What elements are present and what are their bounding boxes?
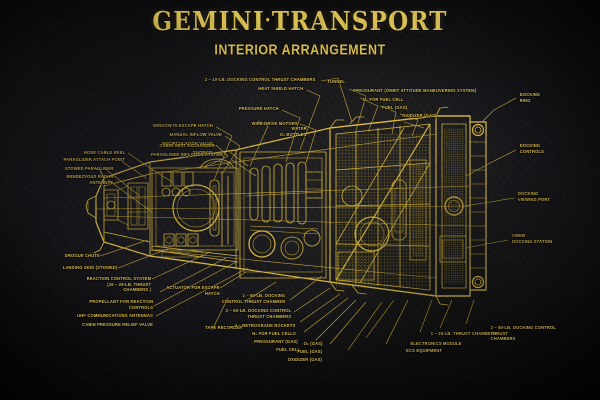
label-docking-ring: DOCKING RING xyxy=(519,92,541,103)
label-uhf-communications-antennas: UHF COMMUNICATIONS ANTENNAS xyxy=(77,313,153,318)
label-paraglider-attach-point: PARAGLIDER ATTACH POINT xyxy=(63,157,125,162)
label-fuel-gas-top: FUEL (GAS) xyxy=(382,105,408,110)
label-o2-gas: O₂ (GAS) xyxy=(303,341,323,346)
label-tunnel: TUNNEL xyxy=(327,79,346,84)
label-fuel-gas: FUEL (GAS) xyxy=(297,349,323,354)
label-retrograde-rockets: 4 – RETROGRADE ROCKETS xyxy=(234,323,296,328)
label-water: WATER xyxy=(291,126,307,131)
label-paraglider-inflation-system: PARAGLIDER INFLATION SYSTEM xyxy=(150,152,223,157)
label-pressure-hatch: PRESSURE HATCH xyxy=(238,106,279,111)
label-oxidizer-gas: OXIDIZER (GAS) xyxy=(287,357,323,362)
label-electronics-module: ELECTRONICS MODULE xyxy=(410,341,462,346)
label-pressurant-oams: PRESSURANT (ORBIT ATTITUDE MANEUVERING S… xyxy=(353,88,477,93)
label-propellant-for-reaction-controls: PROPELLANT FOR REACTION CONTROLS xyxy=(89,299,154,310)
label-heat-shield-hatch: HEAT SHIELD HATCH xyxy=(258,86,304,91)
page-title: GEMINI·TRANSPORT xyxy=(0,6,600,36)
label-docking-control-thrust-chambers-10lb: 2 – 10-LB. DOCKING CONTROL THRUST CHAMBE… xyxy=(204,77,316,82)
label-cabin-heat-exchanger: CABIN HEAT EXCHANGER xyxy=(159,143,216,148)
label-docking-viewing-port: DOCKING VIEWING PORT xyxy=(517,191,551,202)
label-docking-control-thrust-chambers-50lb-2: 2 – 50-LB. DOCKING CONTROL THRUST CHAMBE… xyxy=(225,308,292,319)
label-docking-control-thrust-chambers-50lb-3: 2 – 50-LB. DOCKING CONTROL THRUST CHAMBE… xyxy=(490,325,557,342)
label-h2-for-fuel-cells: H₂ FOR FUEL CELLS xyxy=(252,331,296,336)
title-block: GEMINI·TRANSPORT INTERIOR ARRANGEMENT xyxy=(0,6,600,58)
label-crew-docking-station: CREW DOCKING STATION xyxy=(512,233,553,244)
title-word-gemini: GEMINI xyxy=(152,6,265,37)
label-o2-bottles: O₂ BOTTLES xyxy=(279,132,307,137)
label-docking-controls: DOCKING CONTROLS xyxy=(519,143,545,154)
label-docking-control-thrust-chamber-50lb-1: 1 – 50-LB. DOCKING CONTROL THRUST CHAMBE… xyxy=(221,293,286,304)
page-subtitle: INTERIOR ARRANGEMENT xyxy=(214,41,386,58)
title-separator-dot: · xyxy=(264,9,272,33)
title-word-transport: TRANSPORT xyxy=(271,6,448,37)
label-landing-skid-stowed: LANDING SKID (STOWED) xyxy=(62,265,118,270)
label-drogue-chute: DROGUE CHUTE xyxy=(64,253,100,258)
label-o2-for-fuel-cell: O₂ FOR FUEL CELL xyxy=(362,97,404,102)
label-window-in-escape-hatch: WINDOW IN ESCAPE HATCH xyxy=(152,123,213,128)
label-rendezvous-radar-antennae: RENDEZVOUS RADAR ANTENNAE xyxy=(66,174,114,185)
label-manual-inflow-valve: MANUAL INFLOW VALVE xyxy=(169,132,222,137)
label-oxidizer-gas-top: OXIDIZER (GAS) xyxy=(402,113,437,118)
label-stowed-paraglider: STOWED PARAGLIDER xyxy=(64,166,114,171)
label-ecs-equipment: ECS EQUIPMENT xyxy=(406,348,443,353)
label-cabin-pressure-relief-valve: CABIN PRESSURE RELIEF VALVE xyxy=(82,322,153,327)
